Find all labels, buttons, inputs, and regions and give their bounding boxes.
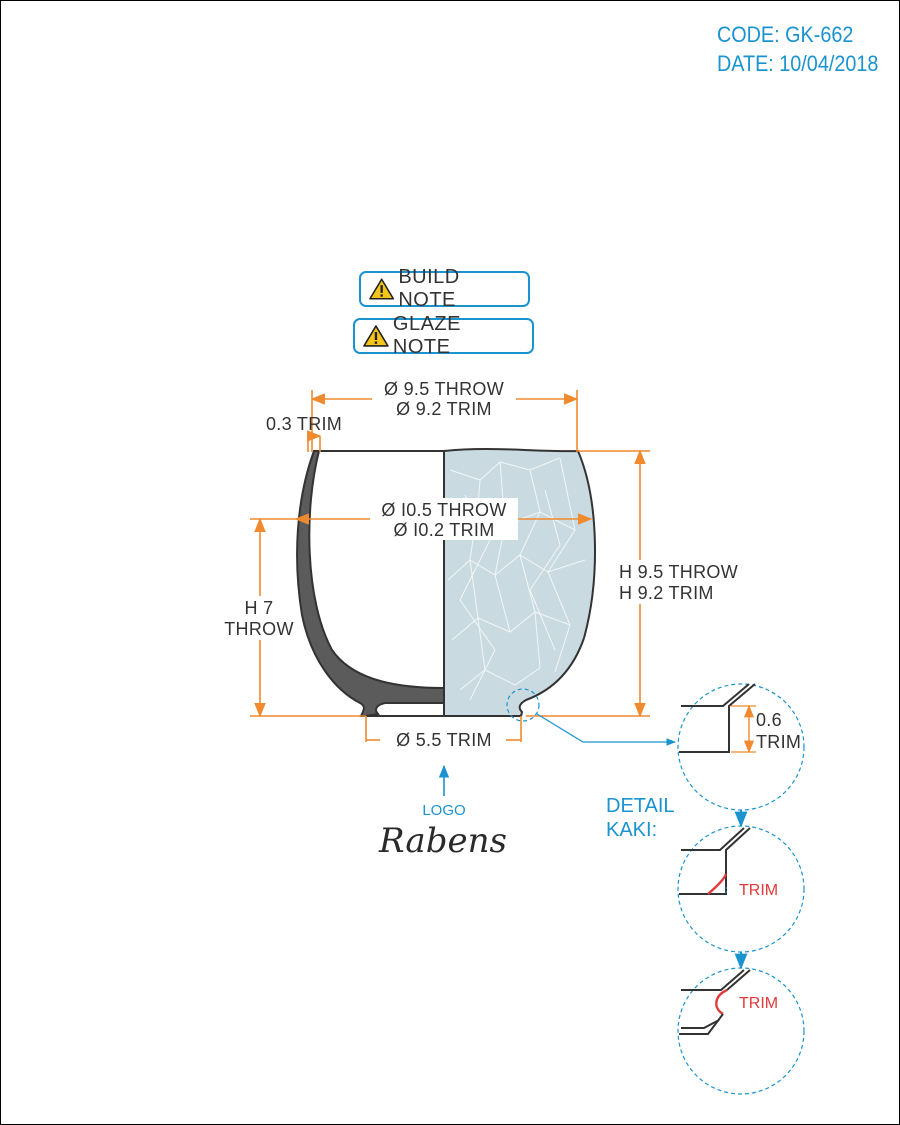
- pot-exterior-half: [443, 448, 596, 717]
- detail-step2-trim-label: TRIM: [739, 882, 778, 899]
- inner-height-label: H 7: [245, 598, 274, 618]
- logo-caption: LOGO: [422, 802, 465, 819]
- height-trim-label: H 9.2 TRIM: [619, 583, 714, 603]
- build-note-button[interactable]: BUILD NOTE: [359, 266, 530, 311]
- glaze-note-button[interactable]: GLAZE NOTE: [353, 313, 534, 358]
- detail-step-3: TRIM: [677, 967, 805, 1095]
- detail-step1-unit: TRIM: [756, 732, 801, 752]
- detail-step-2: TRIM: [677, 825, 805, 953]
- pot-cross-section: [296, 450, 445, 717]
- belly-throw-label: Ø I0.5 THROW: [381, 500, 506, 520]
- height-throw-label: H 9.5 THROW: [619, 562, 738, 582]
- inner-height-throw-label: THROW: [224, 619, 293, 639]
- wall-trim-label: 0.3 TRIM: [266, 414, 342, 434]
- rim-throw-label: Ø 9.5 THROW: [384, 379, 504, 399]
- belly-trim-label: Ø I0.2 TRIM: [394, 520, 495, 540]
- detail-leader-line: [536, 713, 676, 746]
- detail-title-kaki: KAKI:: [606, 819, 657, 841]
- rim-trim-label: Ø 9.2 TRIM: [396, 399, 492, 419]
- detail-callout-circle: [506, 688, 540, 722]
- detail-title: DETAIL: [606, 795, 675, 817]
- build-note-label: BUILD NOTE: [398, 266, 460, 311]
- detail-step3-trim-label: TRIM: [739, 995, 778, 1012]
- title-block: CODE: GK-662 DATE: 10/04/2018: [717, 20, 878, 78]
- drawing-date: DATE: 10/04/2018: [716, 51, 878, 76]
- detail-step-1: 0.6 TRIM: [677, 683, 805, 811]
- product-code: CODE: GK-662: [716, 22, 854, 47]
- warning-icon: [369, 278, 395, 300]
- warning-icon: [363, 325, 389, 347]
- brand-logo: Rabens: [378, 821, 507, 861]
- glaze-note-label: GLAZE NOTE: [392, 313, 461, 358]
- foot-trim-label: Ø 5.5 TRIM: [396, 730, 492, 750]
- detail-step1-value: 0.6: [756, 710, 782, 730]
